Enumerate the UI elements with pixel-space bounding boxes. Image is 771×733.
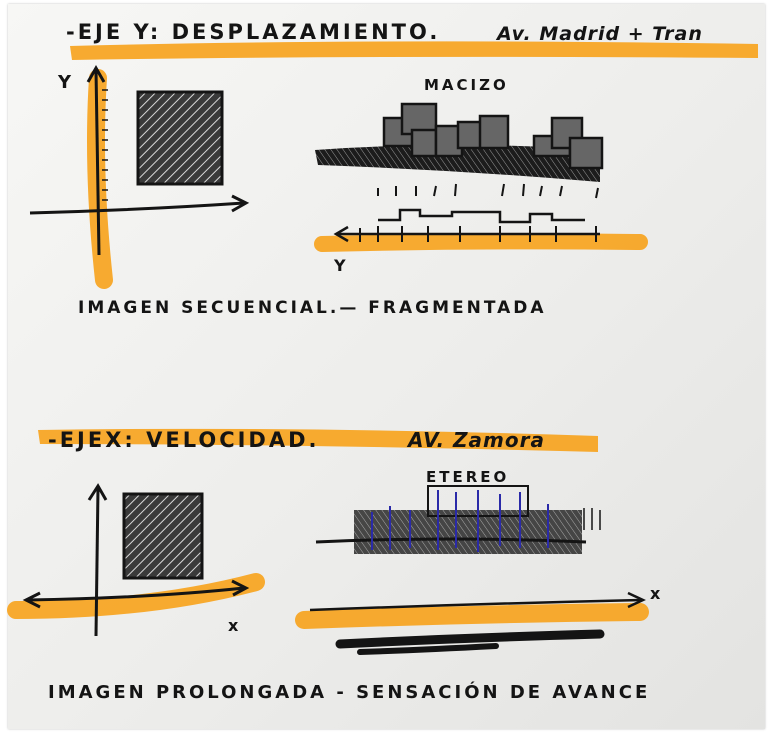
- heading-y-highlight: [70, 41, 758, 60]
- heading-y-axis: -EJE Y: DESPLAZAMIENTO.: [66, 20, 441, 44]
- x-axis-label-right: x: [650, 584, 664, 603]
- macizo-massing-sketch: [314, 102, 648, 252]
- heading-y-street: Av. Madrid + Tran: [497, 23, 703, 45]
- heading-x-highlight: [38, 428, 598, 452]
- caption-bottom: IMAGEN PROLONGADA - SENSACIÓN DE AVANCE: [48, 682, 651, 703]
- y-axis-diagram: [29, 64, 250, 289]
- macizo-label: MACIZO: [424, 76, 509, 94]
- heading-x-street: AV. Zamora: [408, 428, 545, 452]
- y-axis-label: Y: [58, 72, 75, 93]
- x-axis-diagram: [7, 483, 265, 637]
- caption-top: IMAGEN SECUENCIAL.— FRAGMENTADA: [78, 298, 547, 318]
- x-axis-label-left: x: [228, 616, 242, 635]
- etereo-massing-sketch: [295, 485, 649, 655]
- y-axis-label-small: Y: [334, 256, 349, 275]
- heading-x-axis: -EJEX: VELOCIDAD.: [48, 428, 320, 452]
- etereo-label: ETEREO: [426, 468, 510, 486]
